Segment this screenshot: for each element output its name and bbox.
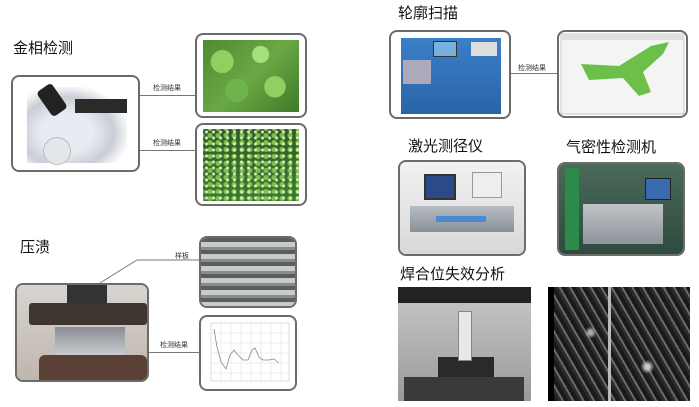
contour-scanner-photo [389, 30, 511, 119]
result-label: 检测结果 [518, 64, 546, 72]
crush-result-curve [199, 315, 297, 391]
crush-title: 压溃 [20, 238, 51, 256]
scan-shape-thumbnail [560, 33, 685, 115]
connector-line [140, 95, 196, 96]
result-label: 检测结果 [160, 341, 188, 349]
crush-press-photo [15, 283, 149, 382]
result-label: 检测结果 [153, 139, 181, 147]
sem-fracture-image [548, 287, 690, 401]
airtightness-photo [557, 162, 685, 256]
metallography-result-fine [195, 123, 307, 206]
airtightness-title: 气密性检测机 [566, 138, 657, 156]
force-curve-thumbnail [210, 322, 290, 382]
connector-line [140, 150, 196, 151]
connector-line [511, 73, 558, 74]
laser-diameter-title: 激光测径仪 [408, 137, 484, 155]
tensile-test-photo [398, 287, 531, 401]
metallography-result-coarse [195, 33, 307, 118]
crush-sample-photo [199, 236, 297, 308]
sample-label: 样板 [175, 252, 189, 260]
connector-line [149, 352, 199, 353]
result-label: 检测结果 [153, 84, 181, 92]
contour-scan-title: 轮廓扫描 [398, 4, 459, 22]
metallography-title: 金相检测 [13, 39, 74, 57]
contour-scan-result [557, 30, 688, 118]
microscope-photo [11, 75, 140, 172]
laser-diameter-photo [398, 160, 526, 256]
weld-failure-title: 焊合位失效分析 [400, 265, 506, 283]
